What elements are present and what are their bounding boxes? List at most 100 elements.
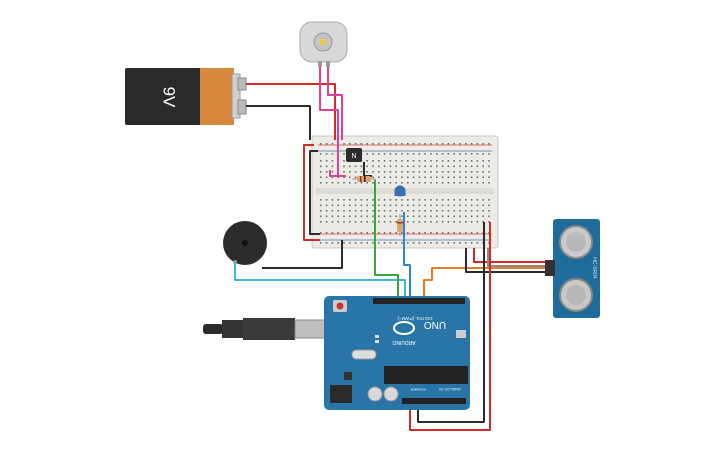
breadboard-hole <box>401 171 403 173</box>
breadboard-hole <box>412 242 415 244</box>
wire-sensor-trig <box>423 267 545 298</box>
breadboard-hole <box>430 204 432 207</box>
breadboard-hole <box>343 165 345 168</box>
breadboard-hole <box>343 143 345 145</box>
breadboard-hole <box>395 160 397 162</box>
breadboard-hole <box>424 171 426 173</box>
breadboard-hole <box>372 153 374 155</box>
breadboard-hole <box>447 160 450 162</box>
breadboard-hole <box>430 221 432 223</box>
breadboard-hole <box>383 153 386 155</box>
breadboard-hole <box>389 182 392 184</box>
breadboard-hole <box>436 232 438 234</box>
breadboard-hole <box>389 143 392 145</box>
breadboard-hole <box>488 176 490 179</box>
breadboard-hole <box>459 215 461 218</box>
breadboard-hole <box>453 143 455 145</box>
breadboard-hole <box>378 153 380 155</box>
breadboard-hole <box>331 199 334 201</box>
breadboard-hole <box>482 182 484 184</box>
breadboard-hole <box>476 160 479 162</box>
breadboard-hole <box>354 242 357 244</box>
breadboard-hole <box>383 204 386 207</box>
breadboard-hole <box>418 221 421 223</box>
breadboard-hole <box>407 215 409 218</box>
breadboard-hole <box>389 215 392 218</box>
battery-label: 9V <box>160 87 179 108</box>
breadboard-hole <box>331 171 334 173</box>
breadboard-hole <box>349 143 351 145</box>
breadboard-hole <box>453 160 455 162</box>
breadboard-hole <box>441 143 444 145</box>
breadboard-hole <box>401 242 403 244</box>
breadboard-hole <box>465 204 467 207</box>
breadboard-hole <box>453 242 455 244</box>
breadboard-hole <box>349 210 351 212</box>
breadboard-hole <box>436 221 438 223</box>
breadboard-hole <box>401 210 403 212</box>
breadboard-hole <box>476 210 479 212</box>
breadboard-hole <box>372 165 374 168</box>
breadboard-hole <box>447 143 450 145</box>
breadboard-hole <box>354 165 357 168</box>
breadboard-hole <box>407 199 409 201</box>
breadboard-hole <box>360 204 363 207</box>
breadboard-hole <box>488 204 490 207</box>
wire-rail-jumper-red <box>303 144 320 241</box>
breadboard-hole <box>459 242 461 244</box>
breadboard-hole <box>325 143 328 145</box>
breadboard-hole <box>447 171 450 173</box>
breadboard-hole <box>465 171 467 173</box>
breadboard-hole <box>418 199 421 201</box>
wire-sensor-gnd <box>465 248 545 273</box>
breadboard-hole <box>441 160 444 162</box>
breadboard-hole <box>360 199 363 201</box>
breadboard-hole <box>349 176 351 179</box>
breadboard-hole <box>418 232 421 234</box>
breadboard-hole <box>482 221 484 223</box>
breadboard-hole <box>430 165 432 168</box>
breadboard-hole <box>476 232 479 234</box>
breadboard-hole <box>395 165 397 168</box>
breadboard-hole <box>378 242 380 244</box>
breadboard-hole <box>389 232 392 234</box>
breadboard-hole <box>354 221 357 223</box>
breadboard-hole <box>482 153 484 155</box>
breadboard-hole <box>407 221 409 223</box>
breadboard-hole <box>424 210 426 212</box>
breadboard-hole <box>366 160 368 162</box>
piezo-buzzer <box>223 221 267 265</box>
breadboard-hole <box>459 210 461 212</box>
breadboard-hole <box>407 232 409 234</box>
battery-9v: 9V <box>125 68 247 125</box>
breadboard-hole <box>418 176 421 179</box>
breadboard-hole <box>412 160 415 162</box>
breadboard-hole <box>459 143 461 145</box>
breadboard-hole <box>325 215 328 218</box>
breadboard-hole <box>401 160 403 162</box>
breadboard-hole <box>470 153 473 155</box>
breadboard-hole <box>372 215 374 218</box>
breadboard-hole <box>424 176 426 179</box>
breadboard-hole <box>383 171 386 173</box>
breadboard-hole <box>337 204 339 207</box>
breadboard-hole <box>482 143 484 145</box>
breadboard-hole <box>325 232 328 234</box>
breadboard-hole <box>395 204 397 207</box>
breadboard-hole <box>418 160 421 162</box>
breadboard-hole <box>401 215 403 218</box>
breadboard-hole <box>441 199 444 201</box>
breadboard-hole <box>354 204 357 207</box>
battery-terminal-plus <box>237 77 247 91</box>
breadboard-hole <box>482 176 484 179</box>
arduino-brand: ARDUINO <box>392 339 415 345</box>
breadboard-hole <box>325 153 328 155</box>
breadboard-hole <box>447 199 450 201</box>
breadboard-hole <box>395 176 397 179</box>
breadboard-hole <box>401 199 403 201</box>
breadboard-hole <box>343 204 345 207</box>
breadboard-hole <box>354 143 357 145</box>
breadboard-hole <box>465 153 467 155</box>
breadboard-hole <box>412 176 415 179</box>
breadboard-hole <box>383 165 386 168</box>
